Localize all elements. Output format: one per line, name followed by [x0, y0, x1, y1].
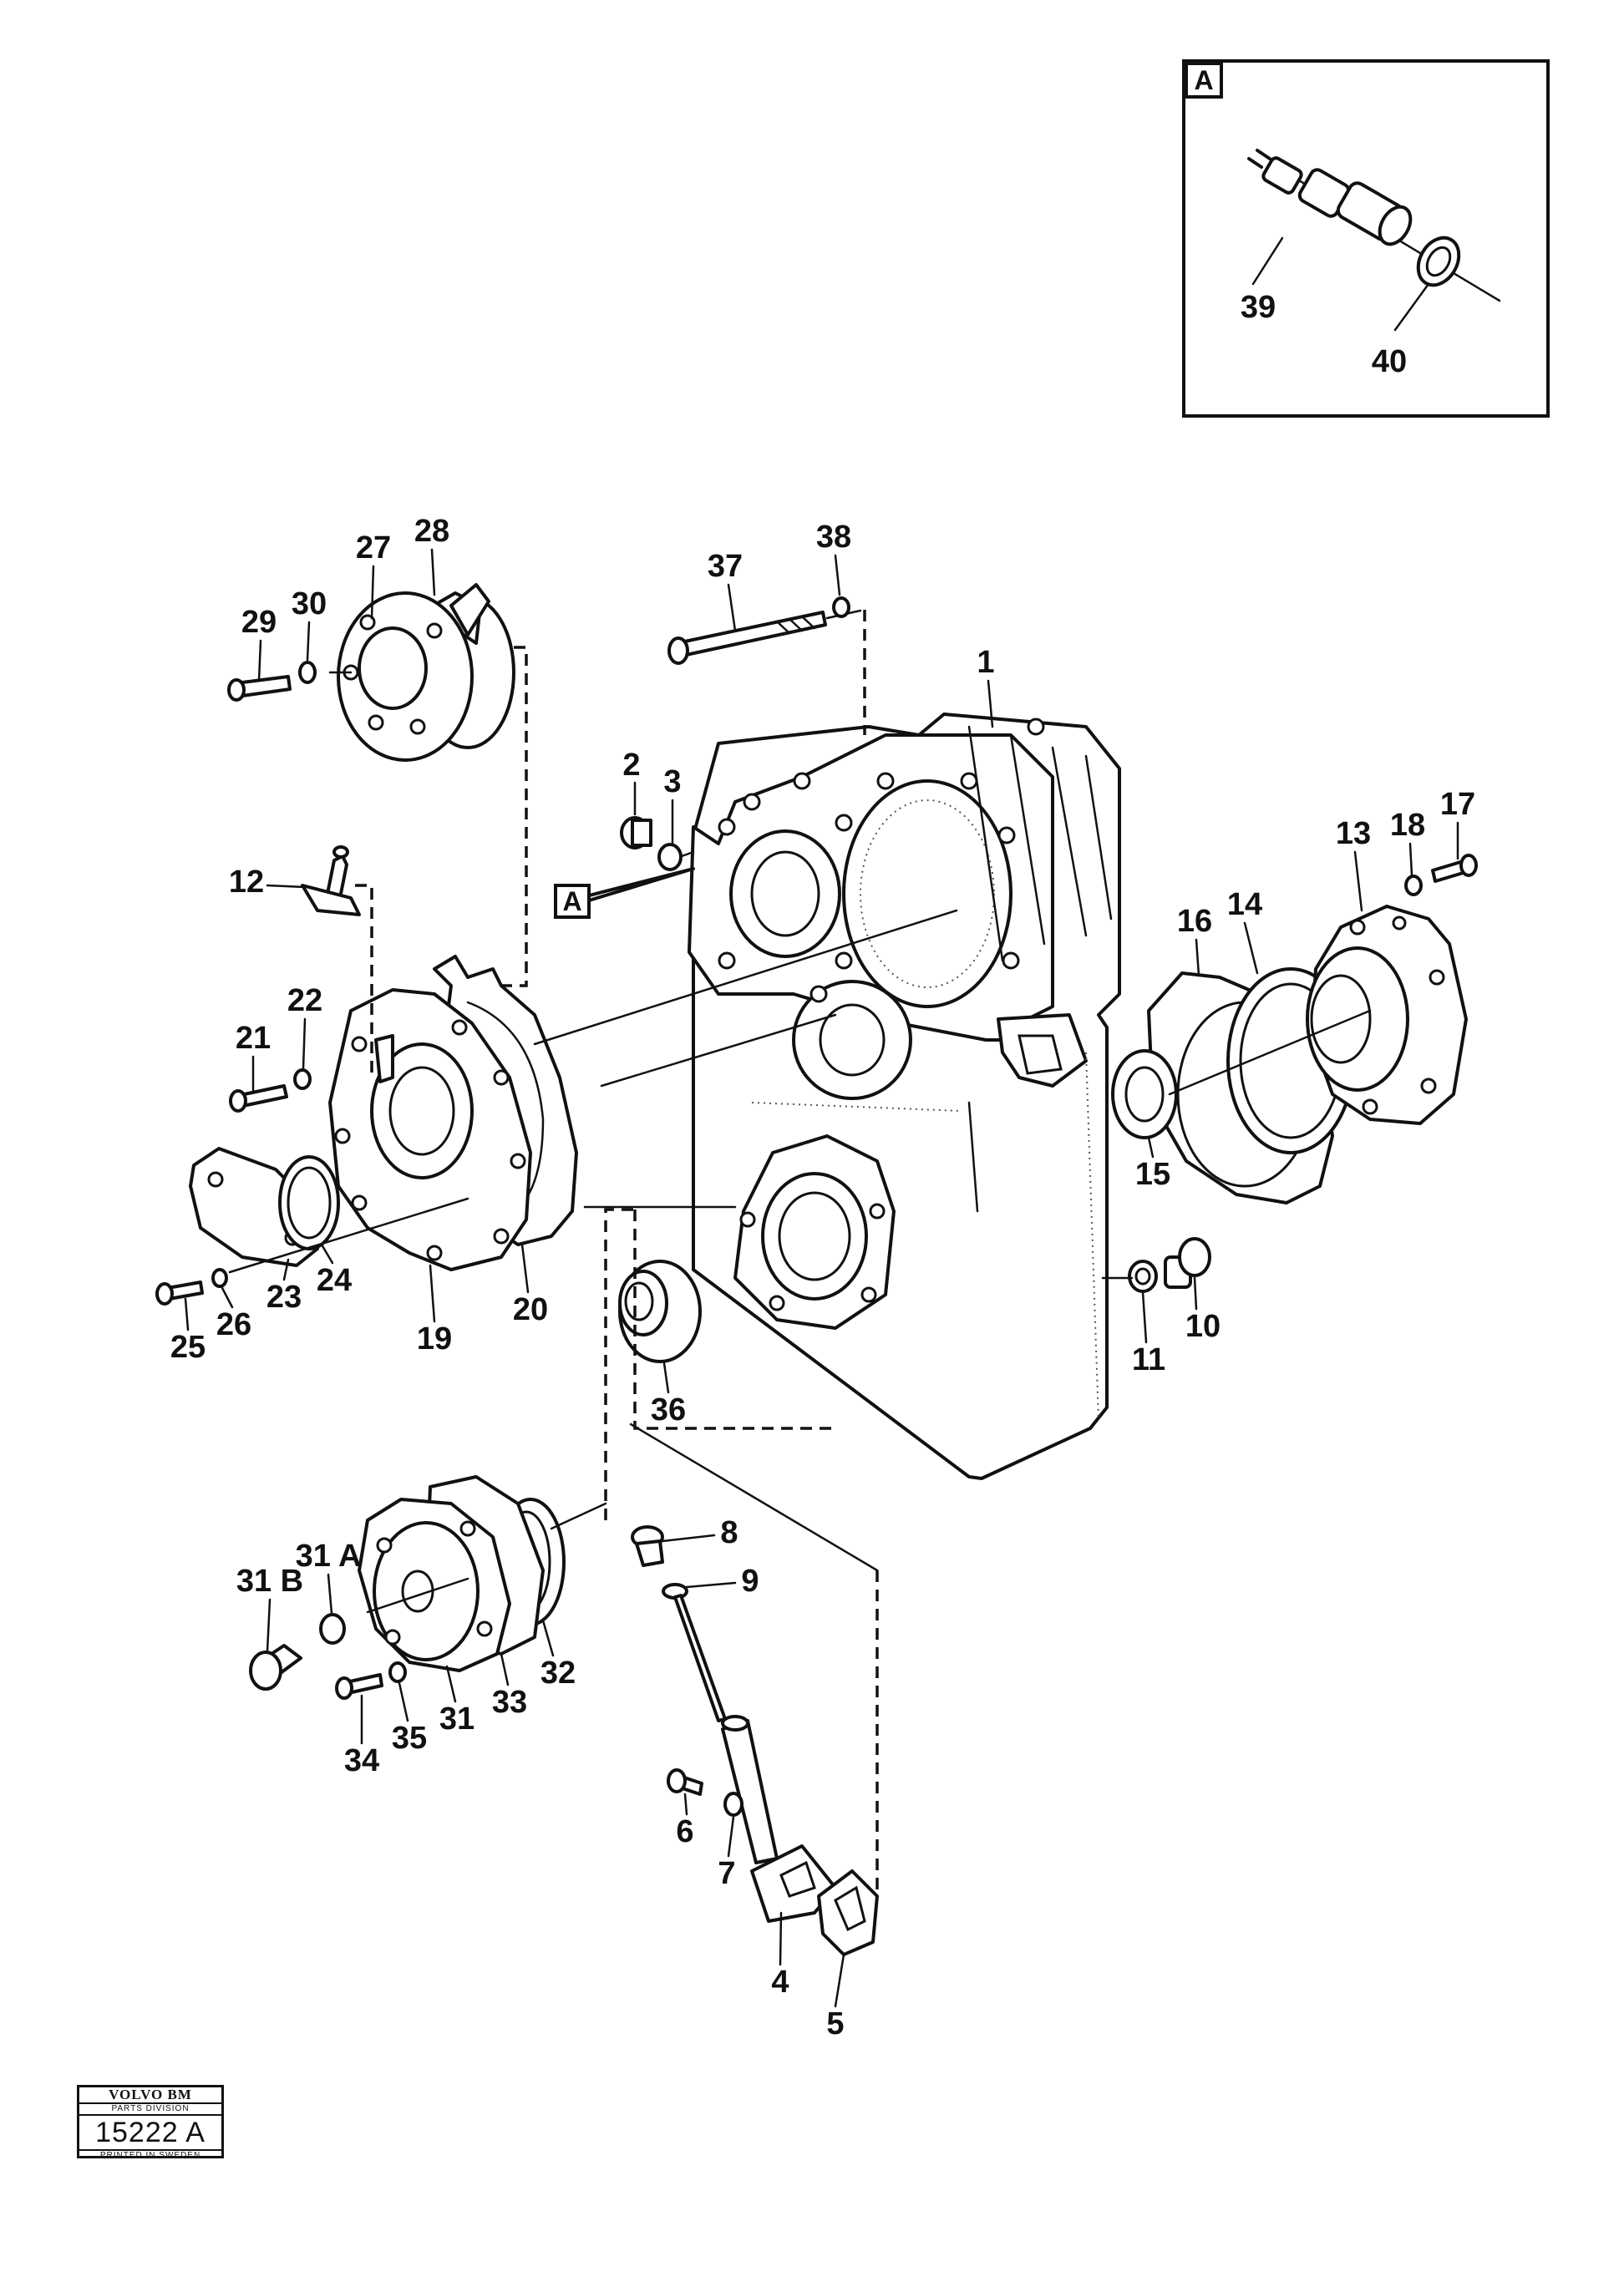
label-14: 14: [1227, 887, 1262, 922]
part-18-washer: [1404, 875, 1423, 896]
label-32: 32: [540, 1656, 576, 1691]
part-38-washer: [832, 596, 850, 618]
part-31-cover: [358, 1498, 511, 1672]
label-23: 23: [266, 1280, 302, 1315]
label-37: 37: [708, 549, 743, 584]
label-16: 16: [1177, 904, 1212, 939]
label-26: 26: [216, 1307, 251, 1342]
part-27-28-flange-assembly: [227, 583, 515, 762]
label-3: 3: [663, 764, 681, 799]
label-19: 19: [417, 1321, 452, 1357]
label-13: 13: [1336, 816, 1371, 851]
part-31a-washer: [319, 1613, 346, 1645]
part-22-washer: [293, 1068, 312, 1090]
stamp-division: PARTS DIVISION: [79, 2104, 221, 2116]
inset-tag: A: [1194, 65, 1213, 95]
label-27: 27: [356, 530, 391, 565]
label-34: 34: [344, 1743, 379, 1778]
part-3-washer: [657, 843, 683, 871]
label-1: 1: [977, 645, 994, 680]
label-31a: 31 A: [296, 1539, 362, 1574]
stamp-number: 15222 A: [79, 2116, 221, 2151]
label-33: 33: [492, 1685, 527, 1720]
label-22: 22: [287, 983, 322, 1018]
part-26-washer: [211, 1268, 228, 1288]
part-8-dipstick-cap: [631, 1525, 664, 1567]
label-8: 8: [720, 1515, 738, 1550]
label-38: 38: [816, 520, 851, 555]
inset-a: A 39 40: [1182, 59, 1550, 418]
label-11: 11: [1132, 1342, 1165, 1377]
label-36: 36: [651, 1392, 686, 1428]
label-6: 6: [676, 1814, 693, 1849]
label-5: 5: [826, 2006, 844, 2041]
part-37-long-bolt: [667, 609, 862, 665]
parts-division-stamp: VOLVO BM PARTS DIVISION 15222 A PRINTED …: [77, 2085, 224, 2160]
stamp-brand: VOLVO BM: [79, 2087, 221, 2104]
label-39: 39: [1241, 290, 1276, 325]
label-31b: 31 B: [236, 1564, 303, 1599]
part-39-sensor: [1247, 149, 1501, 302]
label-4: 4: [771, 1965, 789, 2000]
label-20: 20: [513, 1292, 548, 1327]
stamp-printed: PRINTED IN SWEDEN: [99, 2151, 201, 2160]
label-2: 2: [622, 748, 640, 783]
part-13-rear-cover: [1306, 905, 1468, 1125]
part-7-washer: [723, 1792, 743, 1817]
part-19-front-cover: [328, 988, 532, 1271]
label-25: 25: [170, 1330, 206, 1365]
label-24: 24: [317, 1263, 352, 1298]
label-28: 28: [414, 514, 449, 549]
label-7: 7: [718, 1856, 735, 1891]
label-21: 21: [236, 1021, 271, 1056]
dipstick-rod: [673, 1594, 727, 1722]
assembly-lines: [228, 610, 1372, 1896]
part-1-transfer-case-housing: [688, 713, 1121, 1480]
label-15: 15: [1135, 1157, 1170, 1192]
label-12: 12: [229, 865, 264, 900]
label-29: 29: [241, 605, 277, 640]
label-18: 18: [1390, 808, 1425, 843]
part-12-breather: [301, 845, 361, 916]
label-31: 31: [439, 1701, 475, 1737]
inset-tag-box: [1185, 62, 1223, 99]
part-labels: 1 2 3 4 5 6 7 8 9 10 11 12 13 14 15 16 1…: [170, 514, 1475, 2041]
label-17: 17: [1440, 787, 1475, 822]
label-10: 10: [1185, 1309, 1221, 1344]
label-35: 35: [392, 1721, 427, 1756]
callout-tag: A: [562, 886, 581, 916]
part-30-washer: [298, 661, 317, 684]
label-30: 30: [292, 586, 327, 621]
label-9: 9: [741, 1564, 759, 1599]
part-35-washer: [388, 1661, 407, 1683]
label-40: 40: [1372, 344, 1407, 379]
